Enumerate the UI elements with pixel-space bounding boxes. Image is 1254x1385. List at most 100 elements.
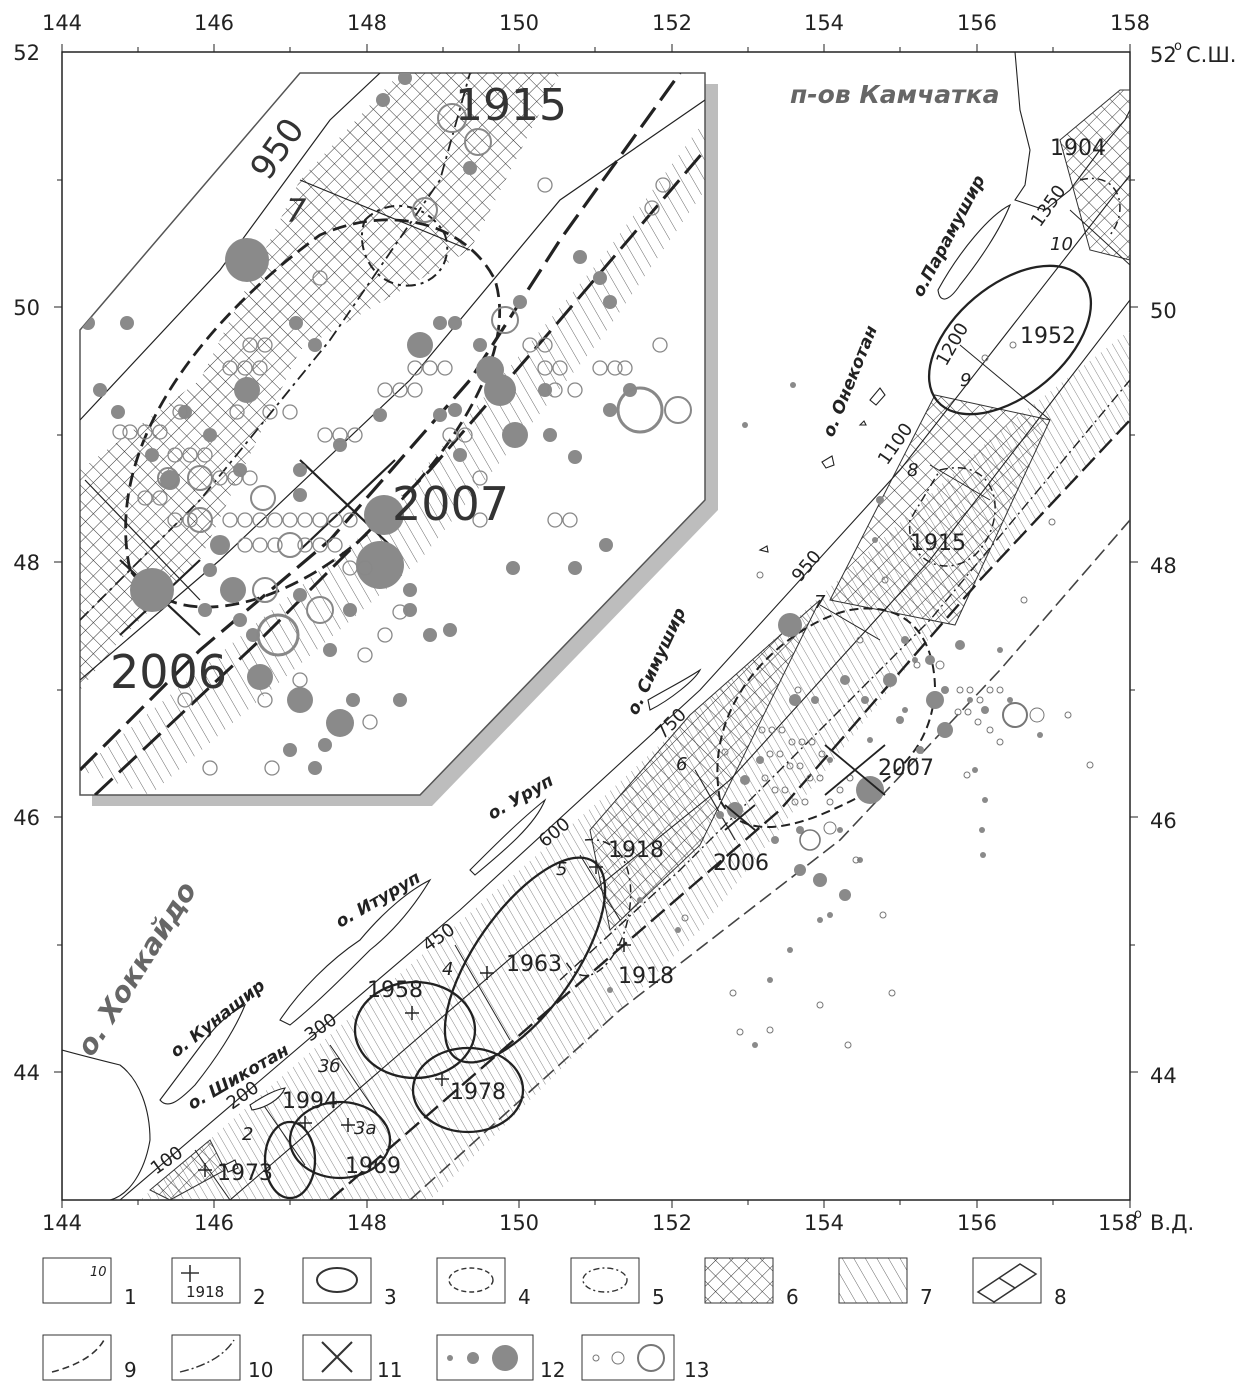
lat-label-right-44: 44 — [1150, 1064, 1177, 1088]
lat-label-left-44: 44 — [13, 1061, 40, 1085]
seg-9: 9 — [960, 370, 971, 391]
year-1918a: 1918 — [608, 838, 664, 863]
year-1973: 1973 — [217, 1161, 273, 1186]
lon-label-bottom-148: 148 — [347, 1211, 387, 1235]
lon-label-bottom-144: 144 — [42, 1211, 82, 1235]
legend-sample-1: 10 — [90, 1265, 107, 1280]
segment-id-labels: 2 3б 3а 4 5 6 7 8 9 10 — [242, 234, 1073, 1145]
lat-label-right-48: 48 — [1150, 554, 1177, 578]
zone-6-north — [1059, 89, 1130, 261]
legend-num-6: 6 — [786, 1285, 799, 1309]
year-1994: 1994 — [282, 1089, 338, 1114]
seg-4: 4 — [442, 959, 453, 980]
seg-5: 5 — [556, 859, 567, 880]
year-1915: 1915 — [910, 531, 966, 556]
legend-num-1: 1 — [124, 1285, 137, 1309]
epicenters-filled — [607, 382, 1043, 1048]
lon-label-bottom-150: 150 — [499, 1211, 539, 1235]
legend-num-7: 7 — [920, 1285, 933, 1309]
rupture-2006-2007 — [716, 607, 937, 828]
map-content — [62, 52, 1130, 1200]
seg-3b: 3б — [318, 1056, 341, 1077]
lat-label-right-46: 46 — [1150, 809, 1177, 833]
rupture-1904 — [1079, 177, 1121, 236]
inset-2006: 2006 — [110, 645, 227, 699]
legend-num-5: 5 — [652, 1285, 665, 1309]
seg-8: 8 — [907, 460, 918, 481]
legend-item-1: 10 1 — [42, 1257, 137, 1309]
legend-item-12: 12 — [436, 1334, 565, 1382]
legend-num-8: 8 — [1054, 1285, 1067, 1309]
legend-item-3: 3 — [302, 1257, 397, 1309]
lat-labels-right: 52 o С.Ш. 50 48 46 44 — [1150, 39, 1236, 1088]
inset-rupture-dashed — [124, 218, 501, 609]
lat-labels-left: 52 50 48 46 44 — [13, 41, 40, 1085]
lon-labels-bottom: 144 146 148 150 152 154 156 158 o В.Д. — [42, 1207, 1194, 1235]
year-labels: 1904 1952 1915 2007 2006 1918 1918 1963 … — [217, 136, 1106, 1186]
rupture-zones — [263, 264, 1093, 1200]
trench-line-gray — [409, 519, 1130, 1200]
inset-epicenters-filled — [81, 73, 637, 775]
legend-item-4: 4 — [436, 1257, 531, 1309]
inset-epicenters-open — [112, 103, 692, 776]
seg-6: 6 — [676, 754, 687, 775]
lat-label-left-46: 46 — [13, 806, 40, 830]
lon-label-bottom-152: 152 — [652, 1211, 692, 1235]
year-1978: 1978 — [450, 1080, 506, 1105]
lon-label-top-146: 146 — [194, 11, 234, 35]
legend-item-10: 10 — [171, 1334, 273, 1382]
trench-axis-dashed — [329, 419, 1130, 1200]
label-kamchatka: п-ов Камчатка — [790, 80, 999, 109]
lon-label-top-150: 150 — [499, 11, 539, 35]
year-1918b: 1918 — [618, 964, 674, 989]
seg-2: 2 — [242, 1124, 253, 1145]
legend-item-7: 7 — [838, 1257, 933, 1309]
legend: 10 1 1918 2 3 4 5 6 — [42, 1257, 1067, 1382]
band-inner-edge — [119, 174, 1130, 1200]
lat-label-right-52: 52 — [1150, 43, 1177, 67]
trench-axis-dashdot — [559, 379, 1130, 981]
year-1963: 1963 — [506, 952, 562, 977]
year-2006: 2006 — [713, 851, 769, 876]
lon-tick-marks — [61, 44, 1131, 1208]
seg-3a: 3а — [354, 1118, 376, 1139]
zone-6-middle — [829, 394, 1051, 626]
rupture-1918 — [564, 839, 632, 977]
legend-item-13: 13 — [581, 1334, 709, 1382]
inset-7: 7 — [286, 192, 307, 230]
year-1958: 1958 — [367, 978, 423, 1003]
year-1952: 1952 — [1020, 324, 1076, 349]
legend-num-4: 4 — [518, 1285, 531, 1309]
legend-num-2: 2 — [253, 1285, 266, 1309]
legend-num-13: 13 — [684, 1358, 709, 1381]
lat-label-left-48: 48 — [13, 551, 40, 575]
inset-trench-dashdot — [80, 73, 471, 621]
legend-item-11: 11 — [302, 1334, 402, 1382]
lat-degree-mark: o — [1174, 39, 1182, 54]
legend-item-6: 6 — [704, 1257, 799, 1309]
year-1969: 1969 — [345, 1154, 401, 1179]
legend-num-10: 10 — [248, 1358, 273, 1381]
seg-7: 7 — [814, 592, 826, 613]
inset-rupture-dashdot — [360, 204, 449, 287]
inset-trench-dashed — [80, 73, 682, 772]
epicenter-crosses — [724, 744, 886, 831]
lon-label-top-148: 148 — [347, 11, 387, 35]
year-1904: 1904 — [1050, 136, 1106, 161]
legend-num-12: 12 — [540, 1358, 565, 1381]
inset-segment-line-a — [299, 179, 471, 251]
coastlines — [62, 52, 1130, 1200]
legend-item-8: 8 — [972, 1257, 1067, 1309]
lon-label-bottom-158: 158 — [1098, 1211, 1138, 1235]
lon-label-bottom-154: 154 — [804, 1211, 844, 1235]
year-2007: 2007 — [878, 756, 934, 781]
lat-label-left-52: 52 — [13, 41, 40, 65]
lon-label-top-152: 152 — [652, 11, 692, 35]
lat-label-right-50: 50 — [1150, 299, 1177, 323]
legend-num-11: 11 — [377, 1358, 402, 1381]
lon-suffix: В.Д. — [1150, 1211, 1194, 1235]
inset-trench-dashed-2 — [93, 149, 705, 795]
legend-num-3: 3 — [384, 1285, 397, 1309]
